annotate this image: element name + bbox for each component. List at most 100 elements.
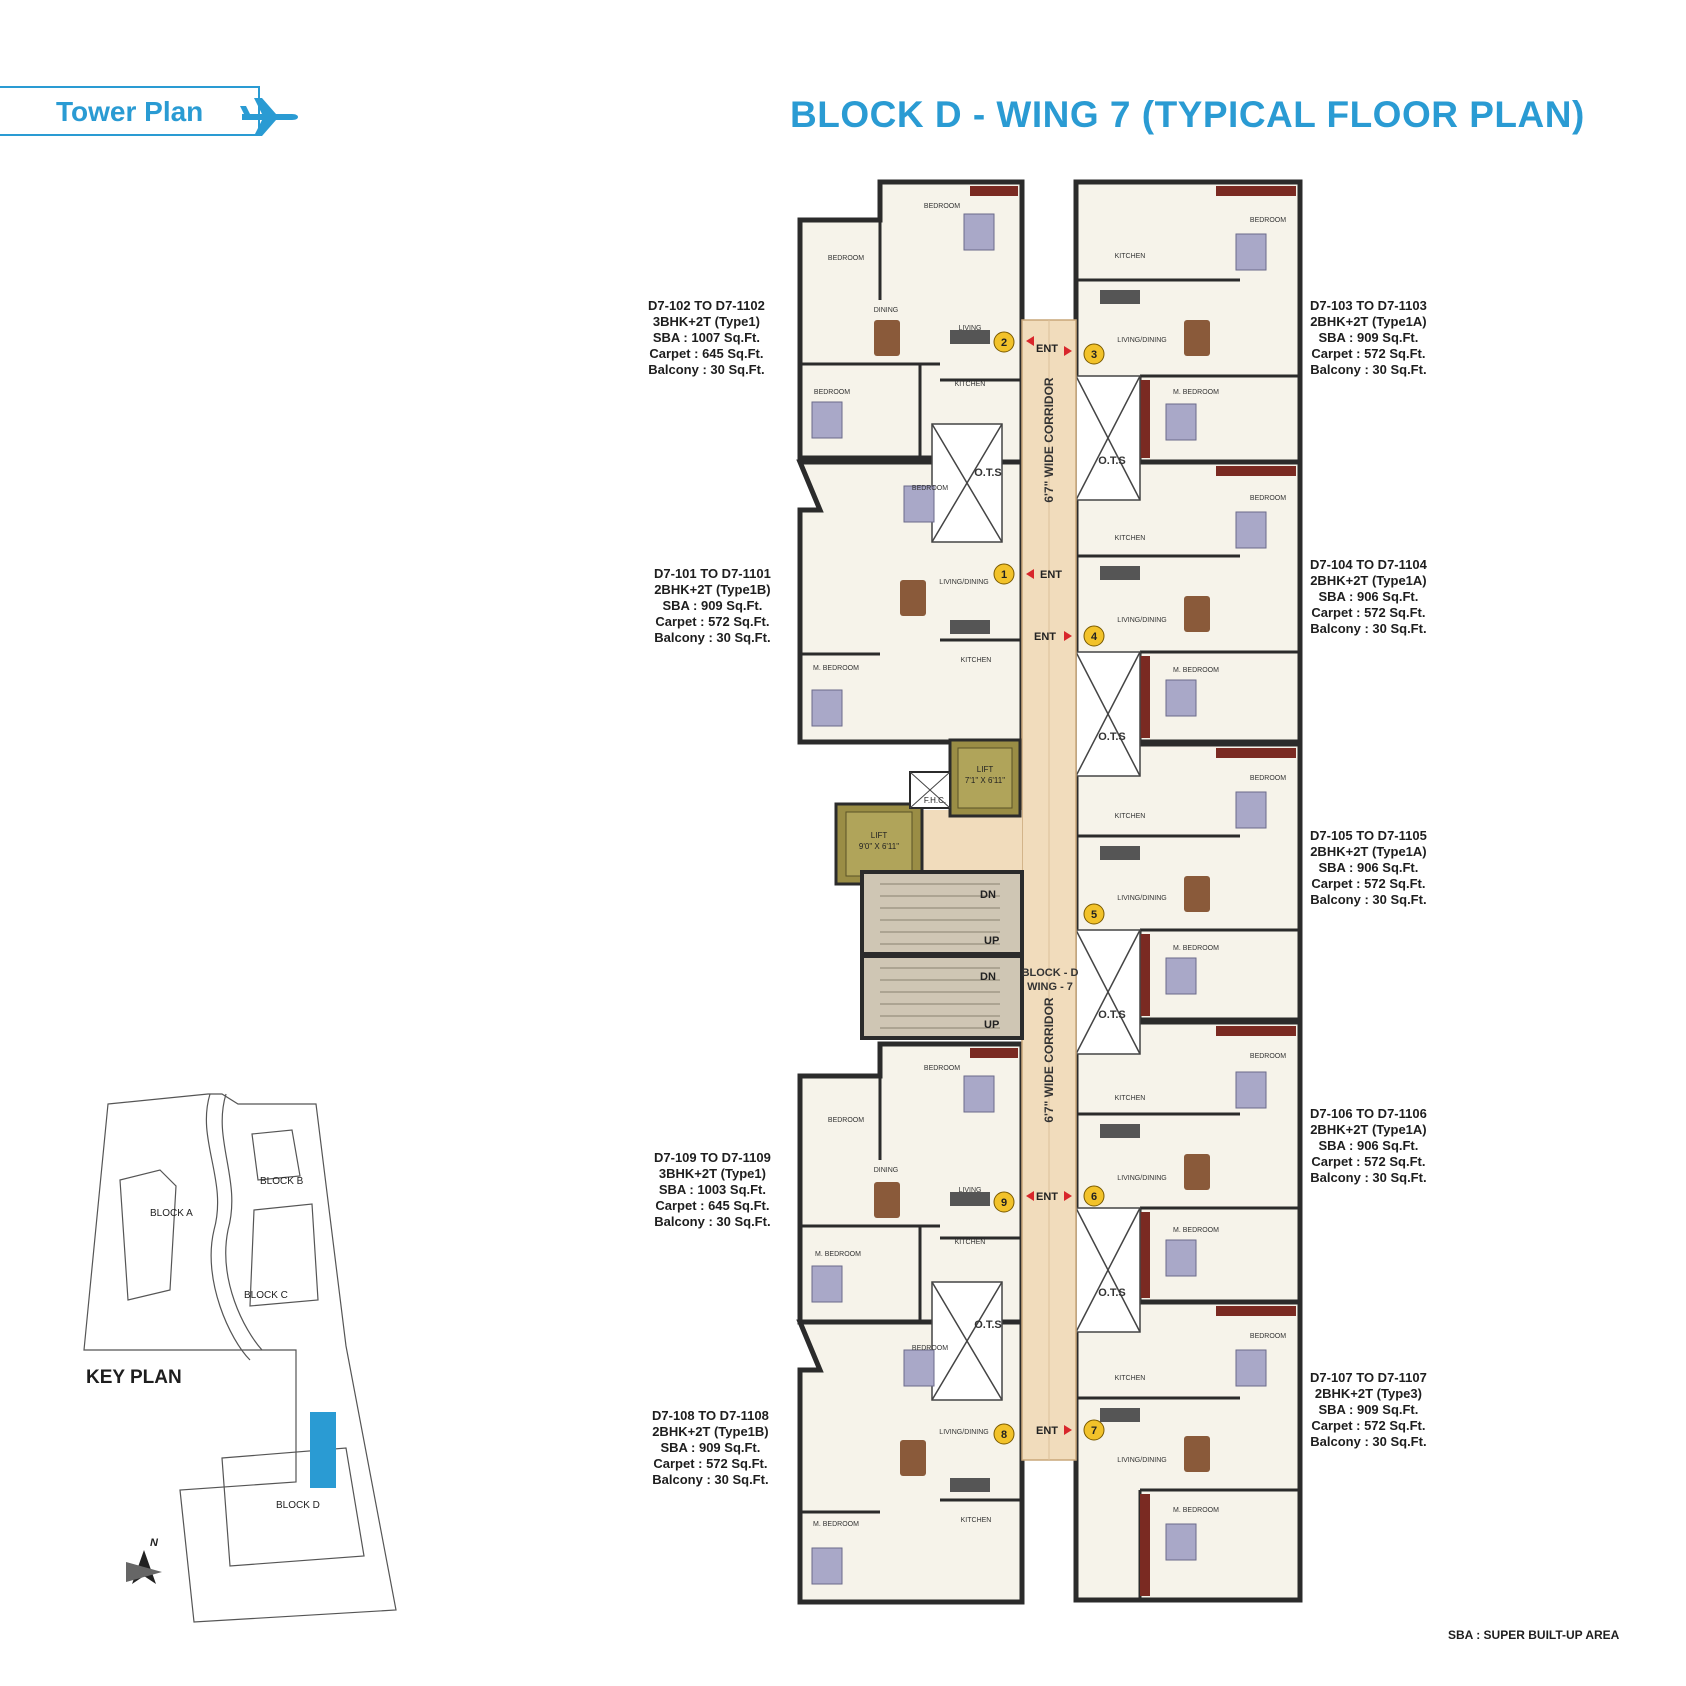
svg-text:8: 8 [1001,1429,1007,1441]
svg-text:DN: DN [980,971,996,983]
key-plan-map [83,1093,397,1623]
svg-text:5: 5 [1091,909,1097,921]
svg-text:BEDROOM: BEDROOM [924,203,960,210]
svg-text:LIFT: LIFT [977,765,994,774]
svg-text:LIVING/DINING: LIVING/DINING [1117,337,1166,344]
staircase [860,870,1024,1040]
svg-text:LIVING/DINING: LIVING/DINING [1117,895,1166,902]
svg-text:LIVING/DINING: LIVING/DINING [1117,1175,1166,1182]
svg-text:BEDROOM: BEDROOM [814,389,850,396]
svg-text:DINING: DINING [874,307,899,314]
svg-text:BEDROOM: BEDROOM [912,1345,948,1352]
svg-text:KITCHEN: KITCHEN [1115,253,1146,260]
svg-text:3: 3 [1091,349,1097,361]
svg-text:F.H.C.: F.H.C. [924,796,946,805]
svg-text:UP: UP [984,935,999,947]
svg-text:N: N [150,1537,159,1549]
svg-text:KITCHEN: KITCHEN [961,1517,992,1524]
svg-text:LIVING/DINING: LIVING/DINING [1117,617,1166,624]
svg-text:KITCHEN: KITCHEN [1115,813,1146,820]
svg-text:BEDROOM: BEDROOM [828,1117,864,1124]
svg-text:BLOCK D: BLOCK D [276,1500,320,1511]
svg-text:BLOCK A: BLOCK A [150,1208,193,1219]
page-title: BLOCK D - WING 7 (TYPICAL FLOOR PLAN) [790,94,1585,135]
svg-text:M. BEDROOM: M. BEDROOM [1173,945,1219,952]
svg-text:WING - 7: WING - 7 [1027,981,1073,993]
svg-text:2: 2 [1001,337,1007,349]
corridor-label-bottom: 6'7" WIDE CORRIDOR [1042,997,1056,1123]
tower-plan-tag[interactable]: Tower Plan [0,86,260,136]
svg-text:BLOCK B: BLOCK B [260,1176,304,1187]
svg-text:KITCHEN: KITCHEN [955,381,986,388]
svg-text:1: 1 [1001,569,1007,581]
svg-text:O.T.S: O.T.S [974,1319,1002,1331]
svg-text:BEDROOM: BEDROOM [1250,217,1286,224]
svg-text:BLOCK - D: BLOCK - D [1022,967,1079,979]
svg-text:BEDROOM: BEDROOM [828,255,864,262]
svg-text:O.T.S: O.T.S [974,467,1002,479]
svg-text:KITCHEN: KITCHEN [955,1239,986,1246]
svg-text:KITCHEN: KITCHEN [961,657,992,664]
svg-text:LIVING/DINING: LIVING/DINING [939,1429,988,1436]
svg-text:KITCHEN: KITCHEN [1115,1095,1146,1102]
north-arrow-icon: N [126,1537,162,1584]
svg-text:M. BEDROOM: M. BEDROOM [1173,1507,1219,1514]
svg-text:BEDROOM: BEDROOM [1250,1053,1286,1060]
svg-text:LIVING/DINING: LIVING/DINING [1117,1457,1166,1464]
svg-text:O.T.S: O.T.S [1098,731,1126,743]
svg-text:O.T.S: O.T.S [1098,455,1126,467]
svg-text:LIVING: LIVING [959,1187,982,1194]
svg-text:9'0" X 6'11": 9'0" X 6'11" [859,842,899,851]
svg-text:BEDROOM: BEDROOM [924,1065,960,1072]
airplane-icon [240,98,298,136]
svg-text:KITCHEN: KITCHEN [1115,535,1146,542]
svg-text:M. BEDROOM: M. BEDROOM [1173,667,1219,674]
svg-text:M. BEDROOM: M. BEDROOM [813,665,859,672]
svg-text:LIVING: LIVING [959,325,982,332]
legend-sba: SBA : SUPER BUILT-UP AREA [1448,1628,1620,1642]
key-plan-highlight-block [310,1412,336,1488]
svg-text:KITCHEN: KITCHEN [1115,1375,1146,1382]
svg-text:M. BEDROOM: M. BEDROOM [815,1251,861,1258]
svg-text:BEDROOM: BEDROOM [1250,495,1286,502]
key-plan-title: KEY PLAN [86,1367,182,1388]
svg-text:BLOCK C: BLOCK C [244,1290,288,1301]
svg-text:ENT: ENT [1034,631,1056,643]
svg-text:6: 6 [1091,1191,1097,1203]
svg-text:9: 9 [1001,1197,1007,1209]
svg-text:LIFT: LIFT [871,831,888,840]
svg-text:BEDROOM: BEDROOM [1250,1333,1286,1340]
lift-1 [948,738,1022,818]
svg-text:4: 4 [1091,631,1098,643]
tower-plan-label: Tower Plan [56,96,204,127]
svg-text:ENT: ENT [1036,1425,1058,1437]
svg-text:BEDROOM: BEDROOM [1250,775,1286,782]
svg-text:M. BEDROOM: M. BEDROOM [1173,389,1219,396]
svg-text:O.T.S: O.T.S [1098,1009,1126,1021]
svg-text:O.T.S: O.T.S [1098,1287,1126,1299]
svg-text:DN: DN [980,889,996,901]
unit-markers [993,331,1105,1445]
svg-text:7'1" X 6'11": 7'1" X 6'11" [965,776,1005,785]
svg-text:M. BEDROOM: M. BEDROOM [1173,1227,1219,1234]
corridor-label-top: 6'7" WIDE CORRIDOR [1042,377,1056,503]
svg-text:LIVING/DINING: LIVING/DINING [939,579,988,586]
svg-text:DINING: DINING [874,1167,899,1174]
svg-text:ENT: ENT [1040,569,1062,581]
svg-text:UP: UP [984,1019,999,1031]
svg-text:ENT: ENT [1036,343,1058,355]
svg-text:BEDROOM: BEDROOM [912,485,948,492]
svg-text:7: 7 [1091,1425,1097,1437]
svg-text:M. BEDROOM: M. BEDROOM [813,1521,859,1528]
svg-text:ENT: ENT [1036,1191,1058,1203]
